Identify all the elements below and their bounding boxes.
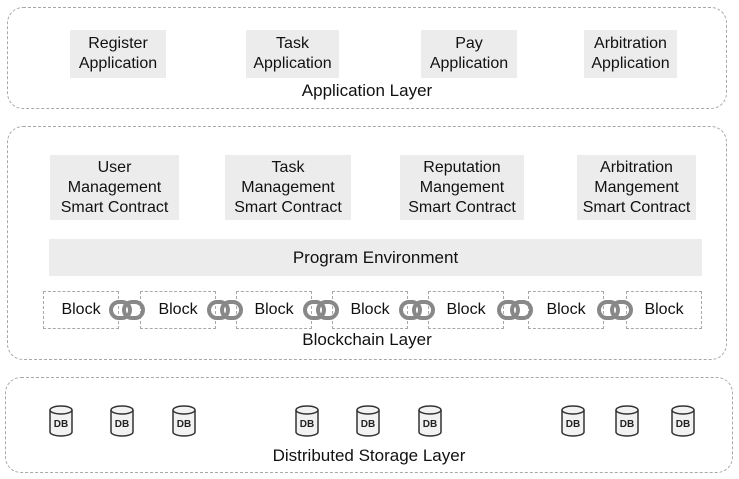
database-icon: DB xyxy=(172,405,196,437)
blockchain-layer: Blockchain Layer xyxy=(7,126,727,360)
task-application-box: Task Application xyxy=(246,30,339,78)
db-label: DB xyxy=(361,419,375,430)
chain-link-icon xyxy=(597,300,633,320)
database-icon: DB xyxy=(615,405,639,437)
database-icon: DB xyxy=(561,405,585,437)
task-management-contract-box: Task Management Smart Contract xyxy=(225,155,351,220)
program-environment-bar: Program Environment xyxy=(49,239,702,276)
database-icon: DB xyxy=(110,405,134,437)
db-label: DB xyxy=(115,419,129,430)
database-icon: DB xyxy=(356,405,380,437)
arbitration-application-box: Arbitration Application xyxy=(584,30,677,78)
pay-application-box: Pay Application xyxy=(421,30,517,78)
db-label: DB xyxy=(300,419,314,430)
reputation-management-contract-box: Reputation Mangement Smart Contract xyxy=(400,155,524,220)
arbitration-management-contract-box: Arbitration Mangement Smart Contract xyxy=(577,155,696,220)
db-label: DB xyxy=(423,419,437,430)
chain-link-icon xyxy=(207,300,243,320)
database-icon: DB xyxy=(418,405,442,437)
block: Block xyxy=(43,291,119,329)
application-layer: Application Layer xyxy=(7,7,727,109)
application-layer-label: Application Layer xyxy=(301,81,433,100)
database-icon: DB xyxy=(49,405,73,437)
chain-link-icon xyxy=(303,300,339,320)
block: Block xyxy=(332,291,408,329)
db-label: DB xyxy=(620,419,634,430)
block: Block xyxy=(428,291,504,329)
database-icon: DB xyxy=(295,405,319,437)
db-label: DB xyxy=(566,419,580,430)
block: Block xyxy=(140,291,216,329)
chain-link-icon xyxy=(497,300,533,320)
block: Block xyxy=(528,291,604,329)
db-label: DB xyxy=(177,419,191,430)
database-icon: DB xyxy=(671,405,695,437)
distributed-storage-layer: Distributed Storage Layer xyxy=(5,377,733,473)
chain-link-icon xyxy=(109,300,145,320)
storage-layer-label: Distributed Storage Layer xyxy=(272,446,466,465)
blockchain-layer-label: Blockchain Layer xyxy=(302,330,432,349)
register-application-box: Register Application xyxy=(70,30,166,78)
block: Block xyxy=(236,291,312,329)
chain-link-icon xyxy=(399,300,435,320)
user-management-contract-box: User Management Smart Contract xyxy=(50,155,179,220)
db-label: DB xyxy=(676,419,690,430)
db-label: DB xyxy=(54,419,68,430)
block: Block xyxy=(626,291,702,329)
